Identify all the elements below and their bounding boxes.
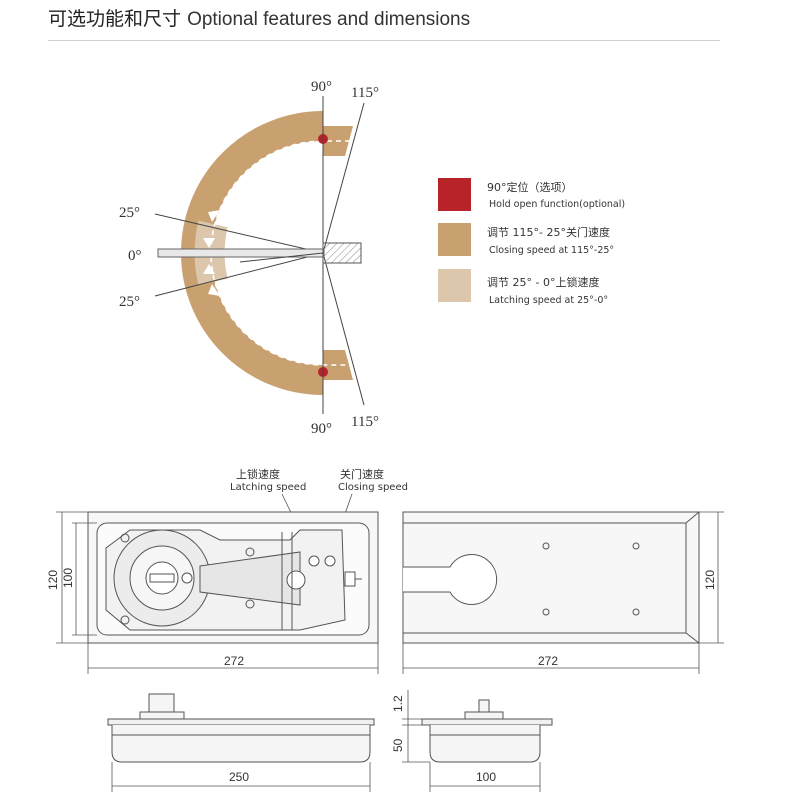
top-view-mechanism — [87, 511, 379, 644]
callout-closing-cn: 关门速度 — [340, 467, 384, 481]
legend-closing-en: Closing speed at 115°-25° — [489, 245, 614, 256]
dim-left-height-100: 100 — [61, 568, 75, 588]
arrow-icon — [203, 264, 215, 274]
arm-pivot — [286, 570, 306, 590]
legend: 90°定位（选项） Hold open function(optional) 调… — [438, 178, 625, 306]
legend-latching-cn: 调节 25° - 0°上锁速度 — [487, 275, 599, 289]
label-90-bottom: 90° — [311, 421, 332, 437]
side-view-right — [421, 699, 553, 763]
label-25-upper: 25° — [119, 205, 140, 221]
spindle-slot — [149, 573, 175, 583]
dim-right-width-272: 272 — [538, 654, 558, 668]
label-25-lower: 25° — [119, 294, 140, 310]
title-en: Optional features and dimensions — [187, 9, 471, 30]
side-cover-plate-right — [421, 718, 553, 726]
dim-side-thickness-1-2: 1.2 — [391, 695, 405, 712]
cover-screw-hole — [632, 608, 640, 616]
legend-swatch-latching — [438, 269, 471, 302]
dim-side-depth-50: 50 — [391, 738, 405, 752]
legend-latching-en: Latching speed at 25°-0° — [489, 295, 608, 306]
spindle-cutout — [403, 554, 498, 605]
side-body — [111, 725, 371, 763]
latching-valve-icon — [308, 555, 320, 567]
dim-left-height-120: 120 — [46, 570, 60, 590]
side-view-right-dimensions — [402, 690, 541, 792]
title-cn: 可选功能和尺寸 — [48, 8, 182, 30]
dim-right-height-120: 120 — [703, 570, 717, 590]
top-view-right-dimensions — [402, 511, 724, 674]
legend-hold-open-cn: 90°定位（选项） — [487, 180, 573, 194]
dim-left-width-272: 272 — [224, 654, 244, 668]
side-view-left-dimensions — [111, 762, 371, 792]
adjusting-screw — [344, 571, 356, 587]
legend-closing-cn: 调节 115°- 25°关门速度 — [487, 225, 610, 239]
title-divider — [48, 40, 720, 41]
closing-valve-icon — [324, 555, 336, 567]
side-body-right — [429, 725, 541, 763]
callout-latching-cn: 上锁速度 — [236, 467, 280, 481]
label-90-top: 90° — [311, 79, 332, 95]
arrow-icon — [208, 210, 220, 222]
cover-screw-hole — [542, 542, 550, 550]
arrow-icon — [208, 284, 220, 296]
cover-screw-hole — [632, 542, 640, 550]
legend-swatch-hold-open — [438, 178, 471, 211]
label-115-top: 115° — [351, 85, 379, 101]
callout-closing-en: Closing speed — [338, 482, 408, 493]
mount-bolt — [245, 599, 255, 609]
axis-115-top — [322, 102, 365, 254]
arrow-icon — [203, 238, 215, 248]
hinge-block — [322, 242, 362, 264]
mount-bolt — [120, 615, 130, 625]
spindle-pin — [181, 572, 193, 584]
label-115-bottom: 115° — [351, 414, 379, 430]
cover-screw-hole — [542, 608, 550, 616]
page-title: 可选功能和尺寸 Optional features and dimensions — [48, 4, 470, 31]
axis-25-upper — [154, 213, 324, 254]
top-view-cover — [402, 511, 700, 644]
mount-bolt — [120, 533, 130, 543]
angle-diagram: 90° 115° 25° 0° 25° 90° 115° — [119, 79, 379, 437]
dim-side-width-250: 250 — [229, 770, 249, 784]
legend-swatch-closing — [438, 223, 471, 256]
legend-hold-open-en: Hold open function(optional) — [489, 199, 625, 210]
piston-arm — [199, 551, 301, 606]
label-0: 0° — [128, 248, 142, 264]
axis-25-lower — [154, 252, 324, 297]
arc-extension-bottom — [323, 350, 353, 380]
top-view-left-dimensions — [56, 511, 379, 674]
dim-side-width-100: 100 — [476, 770, 496, 784]
mount-bolt — [245, 547, 255, 557]
side-cover-plate — [107, 718, 375, 726]
axis-115-bottom — [322, 252, 365, 406]
side-view-left — [107, 693, 375, 763]
callout-latching-en: Latching speed — [230, 482, 306, 493]
door-leaf-edge — [239, 252, 324, 263]
